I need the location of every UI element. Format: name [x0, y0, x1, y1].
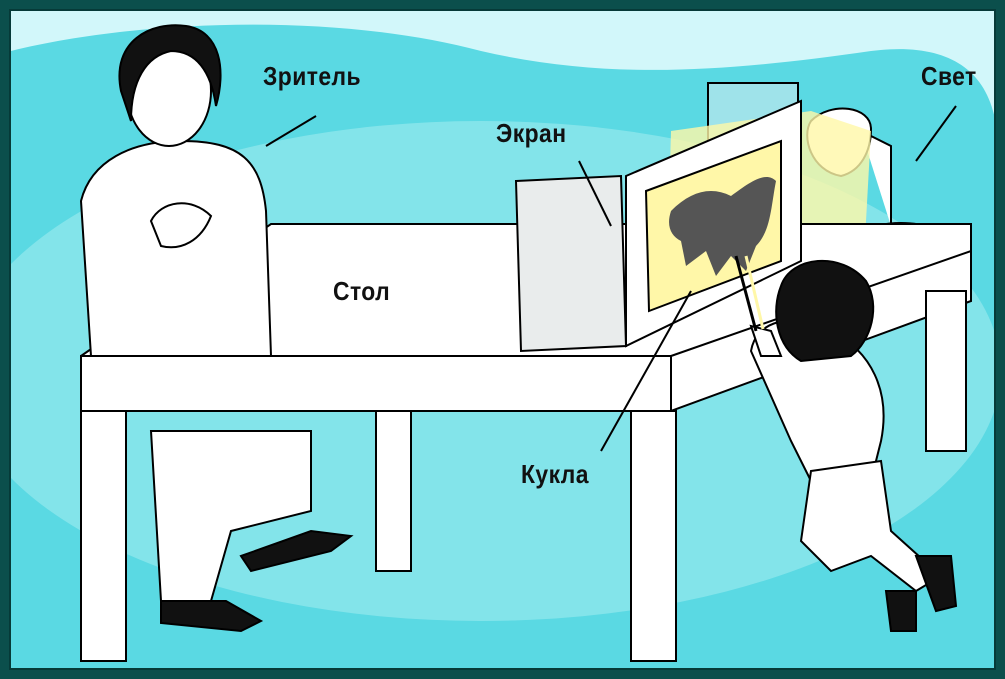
puppet-label: Кукла: [521, 459, 589, 490]
shadow-theatre-illustration: [11, 11, 996, 670]
viewer-label: Зритель: [263, 61, 361, 92]
screen-label: Экран: [496, 118, 566, 149]
light-label: Свет: [921, 61, 977, 92]
table-label: Стол: [333, 276, 390, 307]
illustration-frame: Зритель Экран Свет Стол Кукла: [9, 9, 996, 670]
